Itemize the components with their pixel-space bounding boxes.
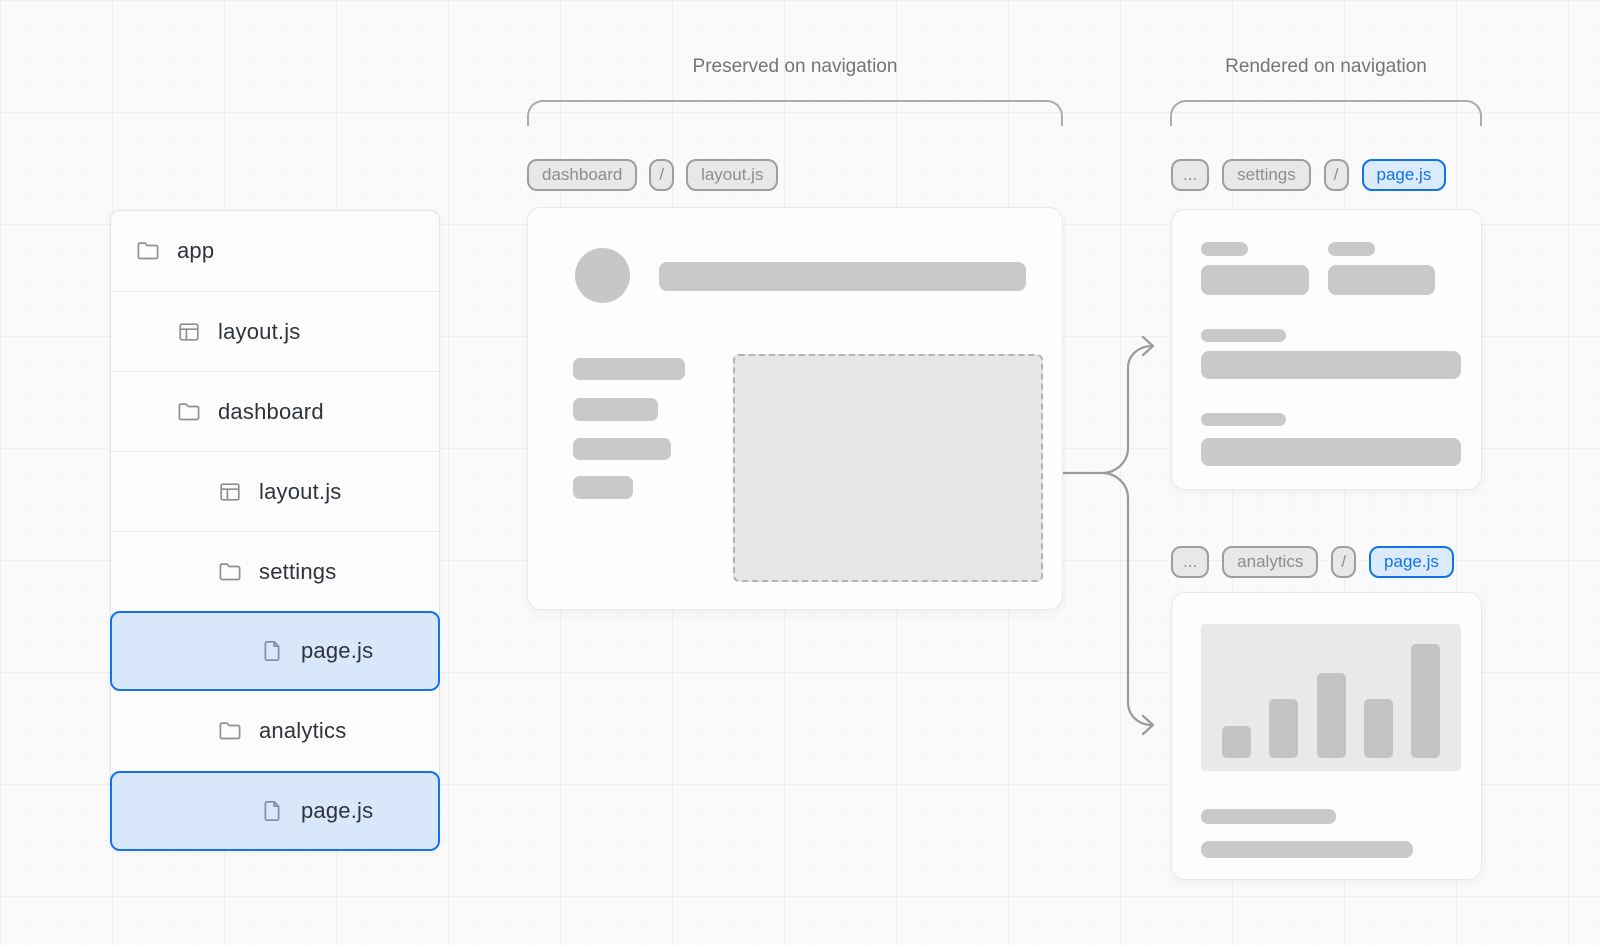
- layout-preview-card: [527, 207, 1063, 610]
- nav-bar-placeholder: [573, 398, 658, 421]
- breadcrumb-badge: analytics: [1222, 546, 1319, 578]
- nav-bar-placeholder: [573, 438, 671, 460]
- tree-item-label: page.js: [301, 798, 374, 823]
- breadcrumb-badge: dashboard: [527, 159, 638, 191]
- rendered-title: Rendered on navigation: [1225, 56, 1427, 77]
- file-icon: [260, 639, 284, 663]
- tree-item-label: settings: [259, 558, 337, 584]
- analytics-breadcrumb: ... analytics / page.js: [1171, 546, 1454, 578]
- chart-bar: [1317, 673, 1346, 758]
- chart-bar: [1364, 699, 1393, 758]
- breadcrumb-badge: /: [1331, 546, 1357, 578]
- nav-bar-placeholder: [573, 476, 633, 499]
- tree-item-label: layout.js: [259, 478, 342, 504]
- folder-icon: [177, 400, 201, 424]
- text-placeholder: [1201, 809, 1336, 824]
- arrowhead-top-icon: [1141, 335, 1155, 357]
- avatar-placeholder: [575, 248, 630, 303]
- input-placeholder: [1201, 351, 1461, 379]
- tree-item-settings: settings: [111, 531, 439, 611]
- breadcrumb-badge: settings: [1222, 159, 1311, 191]
- text-placeholder: [1201, 841, 1413, 858]
- breadcrumb-badge: ...: [1171, 546, 1210, 578]
- input-placeholder: [1201, 438, 1461, 466]
- tree-item-layout-js: layout.js: [111, 291, 439, 371]
- breadcrumb-badge: /: [1323, 159, 1349, 191]
- folder-icon: [218, 719, 242, 743]
- arrowhead-bottom-icon: [1141, 714, 1155, 736]
- text-placeholder: [1201, 413, 1286, 426]
- nav-bar-placeholder: [573, 358, 685, 380]
- block-placeholder: [1328, 265, 1435, 295]
- tree-item-page-js: page.js: [110, 771, 440, 851]
- breadcrumb-badge: /: [649, 159, 675, 191]
- tree-item-page-js: page.js: [110, 611, 440, 691]
- breadcrumb-badge: layout.js: [686, 159, 779, 191]
- folder-icon: [136, 239, 160, 263]
- layout-icon: [177, 320, 201, 344]
- breadcrumb-badge: page.js: [1361, 159, 1447, 191]
- preserved-title: Preserved on navigation: [692, 56, 898, 77]
- analytics-chart: [1201, 624, 1461, 771]
- analytics-page-card: [1171, 592, 1482, 880]
- tree-item-label: dashboard: [218, 398, 324, 424]
- header-bar-placeholder: [659, 262, 1026, 291]
- settings-breadcrumb: ... settings / page.js: [1171, 159, 1447, 191]
- tree-item-label: app: [177, 238, 215, 263]
- tree-item-app: app: [111, 211, 439, 291]
- block-placeholder: [1201, 265, 1309, 295]
- rendered-bracket: [1170, 100, 1482, 126]
- tree-item-label: page.js: [301, 638, 374, 663]
- text-placeholder: [1201, 329, 1286, 342]
- breadcrumb-badge: ...: [1171, 159, 1210, 191]
- file-tree: app layout.js dashboard layout.js settin…: [110, 210, 440, 851]
- tree-item-label: analytics: [259, 718, 347, 743]
- tree-item-dashboard: dashboard: [111, 371, 439, 451]
- text-placeholder: [1201, 242, 1248, 256]
- preserved-bracket: [527, 100, 1063, 126]
- tree-item-label: layout.js: [218, 318, 301, 344]
- file-icon: [260, 799, 284, 823]
- chart-bar: [1411, 644, 1440, 758]
- layout-icon: [218, 480, 242, 504]
- folder-icon: [218, 560, 242, 584]
- tree-item-layout-js: layout.js: [111, 451, 439, 531]
- connector-down-path: [1100, 471, 1154, 727]
- breadcrumb-badge: page.js: [1369, 546, 1454, 578]
- text-placeholder: [1328, 242, 1375, 256]
- chart-bar: [1269, 699, 1298, 758]
- preserved-breadcrumb: dashboard / layout.js: [527, 159, 779, 191]
- page-slot-placeholder: [733, 354, 1043, 582]
- settings-page-card: [1171, 209, 1482, 490]
- chart-bar: [1222, 726, 1251, 758]
- tree-item-analytics: analytics: [111, 691, 439, 771]
